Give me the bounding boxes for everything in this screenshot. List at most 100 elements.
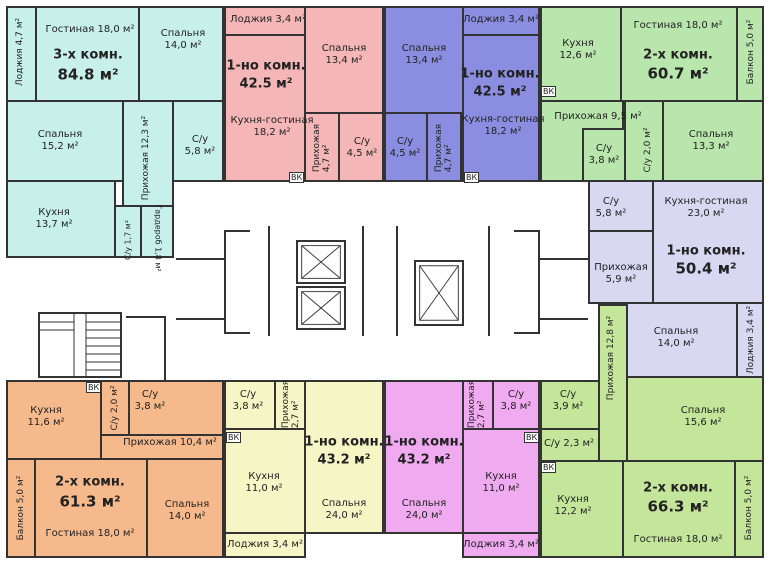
a6-balcony-label: Балкон 5,0 м² — [16, 475, 26, 541]
a8-type: 1-но комн. — [384, 434, 464, 450]
core-wall — [540, 318, 588, 320]
a1-hall-label: Прихожая 12,3 м² — [141, 115, 151, 201]
vent-shaft-marker: ВК — [289, 172, 305, 183]
core-wall — [176, 258, 224, 260]
a7-area: 43.2 м² — [317, 452, 371, 468]
elevator-3 — [414, 260, 464, 326]
a2-loggia-label: Лоджия 3,4 м² — [230, 14, 306, 25]
a9-hall-label: Прихожая 12,8 м² — [606, 315, 616, 401]
core-wall — [362, 226, 364, 336]
a3-bathroom — [384, 112, 428, 182]
a9-balcony — [734, 460, 764, 558]
vent-shaft-marker: ВК — [524, 432, 540, 443]
a4-balcony-label: Балкон 5,0 м² — [746, 19, 756, 85]
elevator-1 — [296, 240, 346, 284]
core-wall — [538, 230, 540, 334]
core-wall — [224, 230, 250, 232]
a1-type: 3-х комн. — [53, 47, 123, 63]
a1-loggia-label: Лоджия 4,7 м² — [15, 17, 25, 87]
a7-type: 1-но комн. — [304, 434, 384, 450]
a6-bedroom — [146, 458, 224, 558]
a8-kitchen — [462, 428, 540, 534]
a5-hallway — [588, 230, 654, 304]
a8-loggia — [462, 532, 540, 558]
vent-shaft-marker: ВК — [86, 382, 102, 393]
a1-bathroom-2 — [114, 205, 142, 258]
a6-area: 61.3 м² — [59, 492, 121, 511]
a1-loggia — [6, 6, 37, 102]
vent-shaft-marker: ВК — [226, 432, 242, 443]
a1-living-label: Гостиная 18,0 м² — [45, 24, 135, 35]
core-wall — [488, 226, 490, 336]
a9-bathroom-1 — [540, 380, 600, 430]
core-wall — [396, 226, 398, 336]
a1-wardrobe-label: Гардероб 1,8 м² — [153, 204, 163, 272]
a5-bathroom — [588, 180, 654, 232]
a2-area: 42.5 м² — [239, 76, 293, 92]
a5-loggia-label: Лоджия 3,4 м² — [746, 305, 756, 375]
a7-kitchen — [224, 428, 306, 534]
a1-bathroom-1 — [172, 100, 224, 182]
a8-area: 43.2 м² — [397, 452, 451, 468]
a5-area: 50.4 м² — [675, 259, 737, 278]
a4-area: 60.7 м² — [647, 64, 709, 83]
core-wall — [540, 258, 588, 260]
a7-bedroom — [304, 380, 384, 534]
a1-bedroom-1 — [138, 6, 224, 102]
a1-wc2-label: С/у 1,7 м² — [123, 219, 133, 261]
a4-living-label: Гостиная 18,0 м² — [633, 20, 723, 31]
a7-loggia — [224, 532, 306, 558]
core-wall — [514, 230, 540, 232]
a9-bathroom-2 — [540, 428, 600, 462]
a6-living-room — [34, 458, 148, 558]
core-wall — [126, 316, 166, 318]
a6-wc1-label: С/у 2,0 м² — [110, 385, 120, 431]
core-wall — [164, 316, 166, 380]
a9-living-room — [622, 460, 736, 558]
a4-wc2-label: С/у 2,0 м² — [643, 127, 653, 173]
a8-loggia-label: Лоджия 3,4 м² — [463, 539, 539, 550]
a9-living-label: Гостиная 18,0 м² — [633, 534, 723, 545]
staircase — [38, 312, 122, 378]
a3-type: 1-но комн. — [460, 66, 540, 82]
a3-area: 42.5 м² — [473, 84, 527, 100]
vent-shaft-marker: ВК — [464, 172, 480, 183]
a4-hall-label: Прихожая 9,5 м² — [554, 111, 642, 122]
vent-shaft-marker: ВК — [541, 86, 557, 97]
vent-shaft-marker: ВК — [541, 462, 557, 473]
a9-balcony-label: Балкон 5,0 м² — [744, 475, 754, 541]
a2-kitchen-living — [224, 34, 306, 182]
a9-type: 2-х комн. — [643, 480, 713, 496]
core-wall — [224, 230, 226, 334]
core-wall — [514, 332, 540, 334]
a2-type: 1-но комн. — [226, 58, 306, 74]
a6-type: 2-х комн. — [55, 474, 125, 490]
a3-hallway — [426, 112, 462, 182]
